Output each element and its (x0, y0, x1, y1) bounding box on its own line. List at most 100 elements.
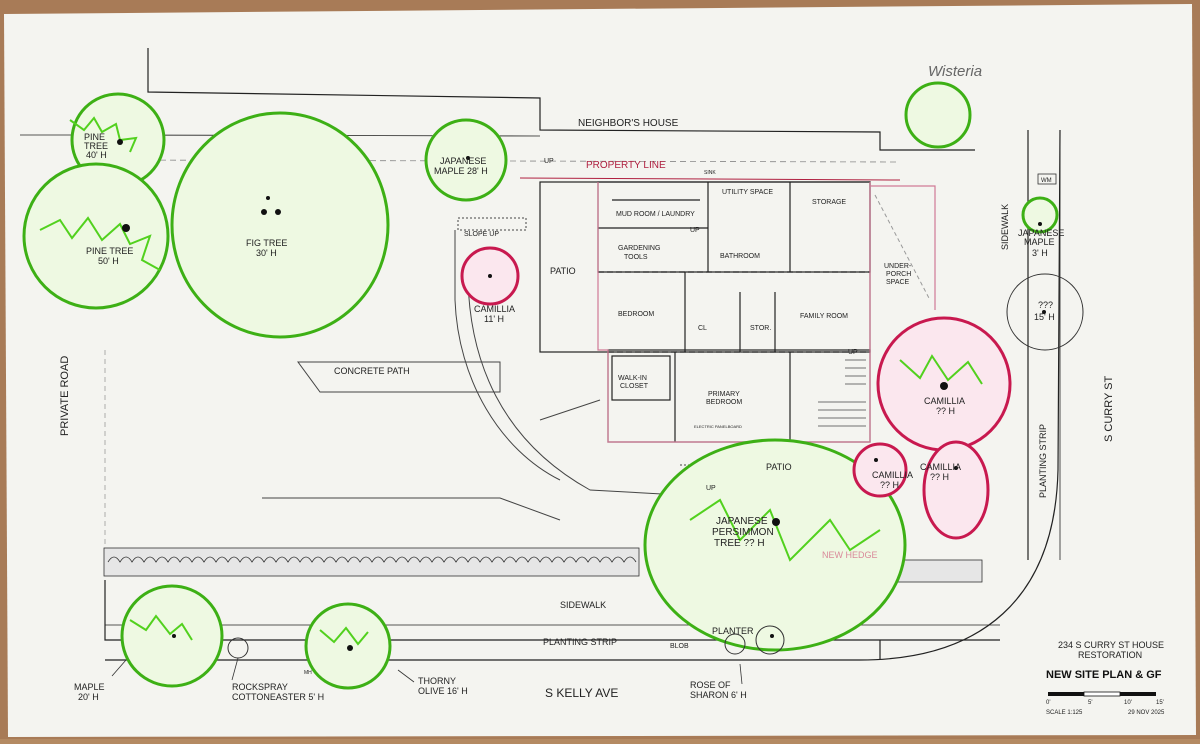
under-porch-label-1: UNDER- (884, 263, 912, 270)
maple-name: MAPLE (74, 682, 105, 692)
under-porch-label-2: PORCH (886, 271, 911, 278)
mh-label: MH (304, 670, 312, 676)
unknown-tree-outline (1006, 273, 1084, 351)
planter-label: PLANTER (712, 626, 754, 636)
concrete-path-shape (297, 361, 501, 393)
s-curry-st-label: S CURRY ST (1103, 375, 1115, 442)
scale-tick-5: 5' (1088, 700, 1092, 706)
hedge-south-west (103, 547, 640, 577)
pine-tree-2-canopy (22, 162, 170, 310)
camillia-4-name: CAMILLIA (920, 462, 961, 472)
utility-space-label: UTILITY SPACE (722, 189, 773, 196)
property-line-red (519, 177, 901, 181)
persimmon-scribble (689, 498, 881, 562)
japanese-maple-1-name2: MAPLE 28' H (434, 166, 488, 176)
camillia-1-height: 11' H (484, 314, 504, 324)
planting-strip-east-label: PLANTING STRIP (1038, 424, 1048, 498)
up-label-2: UP (690, 227, 700, 234)
water-meter-label: WM (1041, 178, 1052, 184)
bedroom-label: BEDROOM (618, 311, 654, 318)
gardening-label: GARDENING (618, 245, 660, 252)
blob-label: BLOB (670, 643, 689, 650)
storage-small-label: STOR. (750, 325, 771, 332)
curb-corner (105, 129, 1061, 661)
private-road-label: PRIVATE ROAD (59, 356, 71, 436)
scale-bar (1048, 691, 1156, 697)
camillia-3-canopy (852, 442, 908, 498)
up-label-1: UP (544, 158, 554, 165)
japanese-maple-2-height: 3' H (1032, 248, 1048, 258)
neighbor-boundary-line (147, 48, 975, 151)
pine-tree-1-name2: TREE (84, 141, 108, 151)
japanese-maple-2-name2: MAPLE (1024, 237, 1055, 247)
pine-tree-2-name: PINE TREE (86, 246, 133, 256)
family-room-label: FAMILY ROOM (800, 313, 848, 320)
persimmon-name2: PERSIMMON (712, 527, 774, 538)
fig-tree-height: 30' H (256, 248, 277, 258)
s-kelly-ave-label: S KELLY AVE (545, 686, 618, 700)
persimmon-name1: JAPANESE (716, 516, 768, 527)
title-address: 234 S CURRY ST HOUSE (1058, 640, 1164, 650)
fig-tree-name: FIG TREE (246, 238, 287, 248)
camillia-2-name: CAMILLIA (924, 396, 965, 406)
camillia-3-height: ?? H (880, 480, 899, 490)
storage-label: STORAGE (812, 199, 846, 206)
walk-in-closet-box (611, 355, 671, 401)
tools-label: TOOLS (624, 254, 648, 261)
under-porch-diagonal (874, 194, 931, 301)
sidewalk-south-label: SIDEWALK (560, 600, 606, 610)
pine-scribble-2 (39, 216, 161, 271)
up-label-3: UP (848, 349, 858, 356)
camillia-2-height: ?? H (936, 406, 955, 416)
camillia-1-name: CAMILLIA (474, 304, 515, 314)
drive-curve-inner (454, 230, 561, 481)
japanese-maple-1-name1: JAPANESE (440, 156, 486, 166)
scale-tick-10: 10' (1124, 700, 1132, 706)
pine-tree-1-name1: PINE (84, 132, 105, 142)
hedge-texture (107, 556, 637, 563)
new-hedge-label: NEW HEDGE (822, 550, 878, 560)
maple-scribble (129, 614, 193, 641)
up-label-4: UP (706, 485, 716, 492)
title-project: RESTORATION (1078, 650, 1142, 660)
rockspray-name1: ROCKSPRAY (232, 682, 288, 692)
camillia-4-canopy (922, 440, 990, 540)
pine-scribble-1 (69, 116, 138, 153)
planter-pot-1 (724, 633, 746, 655)
planting-strip-south-label: PLANTING STRIP (543, 637, 617, 647)
primary-bedroom-label-2: BEDROOM (706, 399, 742, 406)
persimmon-name3: TREE ?? H (714, 538, 765, 549)
neighbors-house-label: NEIGHBOR'S HOUSE (578, 118, 679, 129)
wisteria-canopy (904, 81, 972, 149)
thorny-olive-name2: OLIVE 16' H (418, 686, 468, 696)
sink-label: SINK (704, 170, 716, 176)
date-text: 29 NOV 2025 (1128, 710, 1165, 716)
curb-south-upper (104, 580, 1000, 641)
property-line-label: PROPERTY LINE (586, 160, 666, 171)
porch-wall (870, 185, 936, 310)
slope-up-label: SLOPE UP (464, 231, 499, 238)
trunk-dots (117, 139, 1046, 651)
japanese-maple-2-name1: JAPANESE (1018, 228, 1064, 238)
walk-in-label-1: WALK-IN (618, 375, 647, 382)
concrete-path-label: CONCRETE PATH (334, 366, 410, 376)
olive-scribble (319, 626, 369, 646)
sidewalk-east-label: SIDEWALK (1000, 204, 1010, 250)
water-meter-box (1037, 173, 1057, 185)
persimmon-canopy (643, 438, 907, 652)
unknown-tree-name: ??? (1038, 300, 1053, 310)
slope-up-border (457, 217, 527, 231)
pine-tree-2-height: 50' H (98, 256, 119, 266)
scale-text: SCALE 1:125 (1046, 710, 1083, 716)
primary-bedroom-label-1: PRIMARY (708, 391, 740, 398)
camillia-2-scribble (899, 354, 983, 385)
mud-room-label: MUD ROOM / LAUNDRY (616, 211, 695, 218)
pine-tree-1-height: 40' H (86, 150, 107, 160)
japanese-maple-2-canopy (1021, 196, 1059, 234)
fig-tree-canopy (170, 111, 390, 339)
bathroom-label: BATHROOM (720, 253, 760, 260)
patio-west-label: PATIO (550, 266, 576, 276)
stairs-east (818, 359, 866, 427)
